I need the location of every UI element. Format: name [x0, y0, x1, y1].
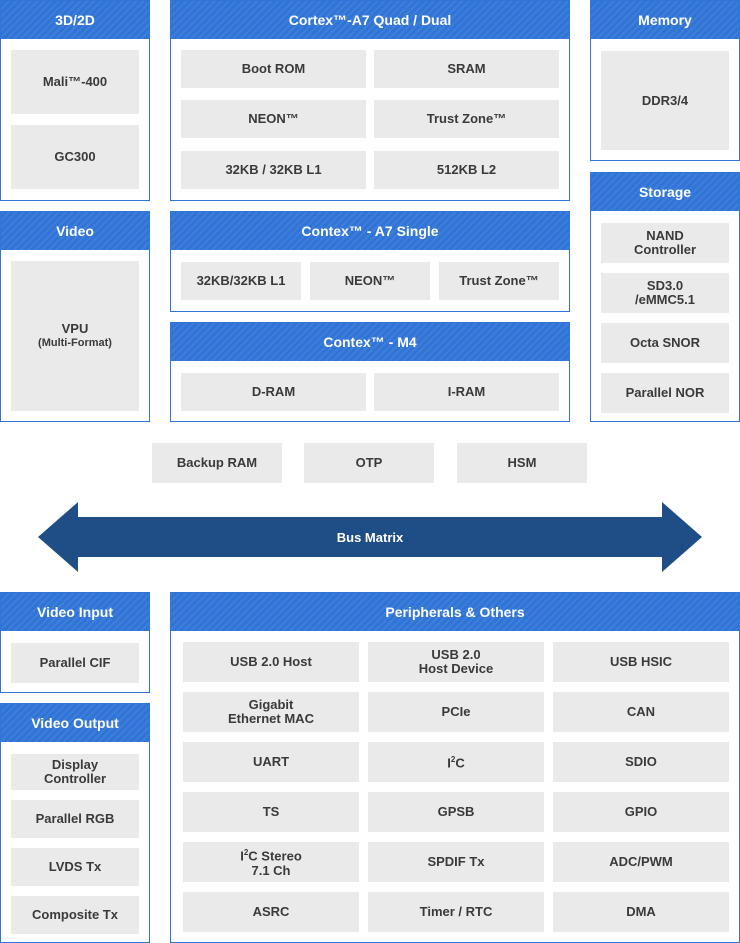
block-can: CAN [553, 692, 729, 732]
block-usb-host-device: USB 2.0 Host Device [368, 642, 544, 682]
block-otp: OTP [304, 443, 434, 483]
block-display-controller: Display Controller [11, 754, 139, 790]
block-d-ram: D-RAM [181, 373, 366, 411]
block-nand-controller: NAND Controller [601, 223, 729, 263]
panel-peripherals: Peripherals & Others USB 2.0 Host USB 2.… [170, 592, 740, 943]
block-a7s-neon: NEON™ [310, 262, 430, 300]
block-vpu: VPU (Multi-Format) [11, 261, 139, 411]
i2c-stereo-line2: 7.1 Ch [251, 862, 291, 878]
panel-video: Video VPU (Multi-Format) [0, 211, 150, 422]
block-pcie: PCIe [368, 692, 544, 732]
panel-memory: Memory DDR3/4 [590, 0, 740, 161]
block-adc-pwm: ADC/PWM [553, 842, 729, 882]
panel-3d-2d: 3D/2D Mali™-400 GC300 [0, 0, 150, 201]
panel-cortex-a7-quad-title: Cortex™-A7 Quad / Dual [171, 1, 569, 39]
panel-storage-title: Storage [591, 173, 739, 211]
block-l2-cache: 512KB L2 [374, 151, 559, 189]
bus-matrix-arrow [38, 502, 702, 572]
block-parallel-nor: Parallel NOR [601, 373, 729, 413]
block-parallel-rgb: Parallel RGB [11, 800, 139, 838]
block-boot-rom: Boot ROM [181, 50, 366, 88]
block-a7s-trust-zone: Trust Zone™ [439, 262, 559, 300]
block-i2c: I2C [368, 742, 544, 782]
block-composite-tx: Composite Tx [11, 896, 139, 934]
panel-video-input-title: Video Input [1, 593, 149, 631]
block-trust-zone: Trust Zone™ [374, 100, 559, 138]
block-usb-hsic: USB HSIC [553, 642, 729, 682]
block-ddr: DDR3/4 [601, 51, 729, 150]
block-asrc: ASRC [183, 892, 359, 932]
panel-contex-a7-single: Contex™ - A7 Single 32KB/32KB L1 NEON™ T… [170, 211, 570, 312]
panel-memory-title: Memory [591, 1, 739, 39]
block-timer-rtc: Timer / RTC [368, 892, 544, 932]
panel-contex-a7-single-title: Contex™ - A7 Single [171, 212, 569, 250]
block-vpu-label: VPU [61, 321, 89, 336]
block-uart: UART [183, 742, 359, 782]
block-gpio: GPIO [553, 792, 729, 832]
block-mali-400: Mali™-400 [11, 50, 139, 114]
i2c-sup: 2 [450, 755, 456, 765]
i2c-stereo-sup: 2 [243, 848, 249, 858]
panel-contex-m4: Contex™ - M4 D-RAM I-RAM [170, 322, 570, 422]
panel-video-output-title: Video Output [1, 704, 149, 742]
bus-matrix-label: Bus Matrix [336, 529, 404, 545]
block-lvds-tx: LVDS Tx [11, 848, 139, 886]
panel-storage: Storage NAND Controller SD3.0 /eMMC5.1 O… [590, 172, 740, 422]
panel-3d-2d-title: 3D/2D [1, 1, 149, 39]
block-parallel-cif: Parallel CIF [11, 643, 139, 683]
block-sram: SRAM [374, 50, 559, 88]
panel-peripherals-title: Peripherals & Others [171, 593, 739, 631]
block-gigabit-ethernet: Gigabit Ethernet MAC [183, 692, 359, 732]
block-backup-ram: Backup RAM [152, 443, 282, 483]
i2c-base: I [447, 755, 451, 771]
block-gc300: GC300 [11, 125, 139, 189]
block-ts: TS [183, 792, 359, 832]
block-i-ram: I-RAM [374, 373, 559, 411]
panel-video-output: Video Output Display Controller Parallel… [0, 703, 150, 943]
block-octa-snor: Octa SNOR [601, 323, 729, 363]
block-i2c-stereo: I2C Stereo 7.1 Ch [183, 842, 359, 882]
block-sd-emmc: SD3.0 /eMMC5.1 [601, 273, 729, 313]
panel-cortex-a7-quad: Cortex™-A7 Quad / Dual Boot ROM SRAM NEO… [170, 0, 570, 201]
panel-video-input: Video Input Parallel CIF [0, 592, 150, 693]
block-usb-host: USB 2.0 Host [183, 642, 359, 682]
i2c-rest: C [455, 755, 465, 771]
block-neon: NEON™ [181, 100, 366, 138]
panel-contex-m4-title: Contex™ - M4 [171, 323, 569, 361]
block-gpsb: GPSB [368, 792, 544, 832]
block-hsm: HSM [457, 443, 587, 483]
panel-video-title: Video [1, 212, 149, 250]
i2c-stereo-rest: C Stereo [248, 848, 302, 864]
block-spdif-tx: SPDIF Tx [368, 842, 544, 882]
block-sdio: SDIO [553, 742, 729, 782]
block-dma: DMA [553, 892, 729, 932]
block-a7s-l1-cache: 32KB/32KB L1 [181, 262, 301, 300]
block-vpu-sub: (Multi-Format) [38, 337, 112, 349]
block-l1-cache: 32KB / 32KB L1 [181, 151, 366, 189]
i2c-stereo-base: I [240, 848, 244, 864]
